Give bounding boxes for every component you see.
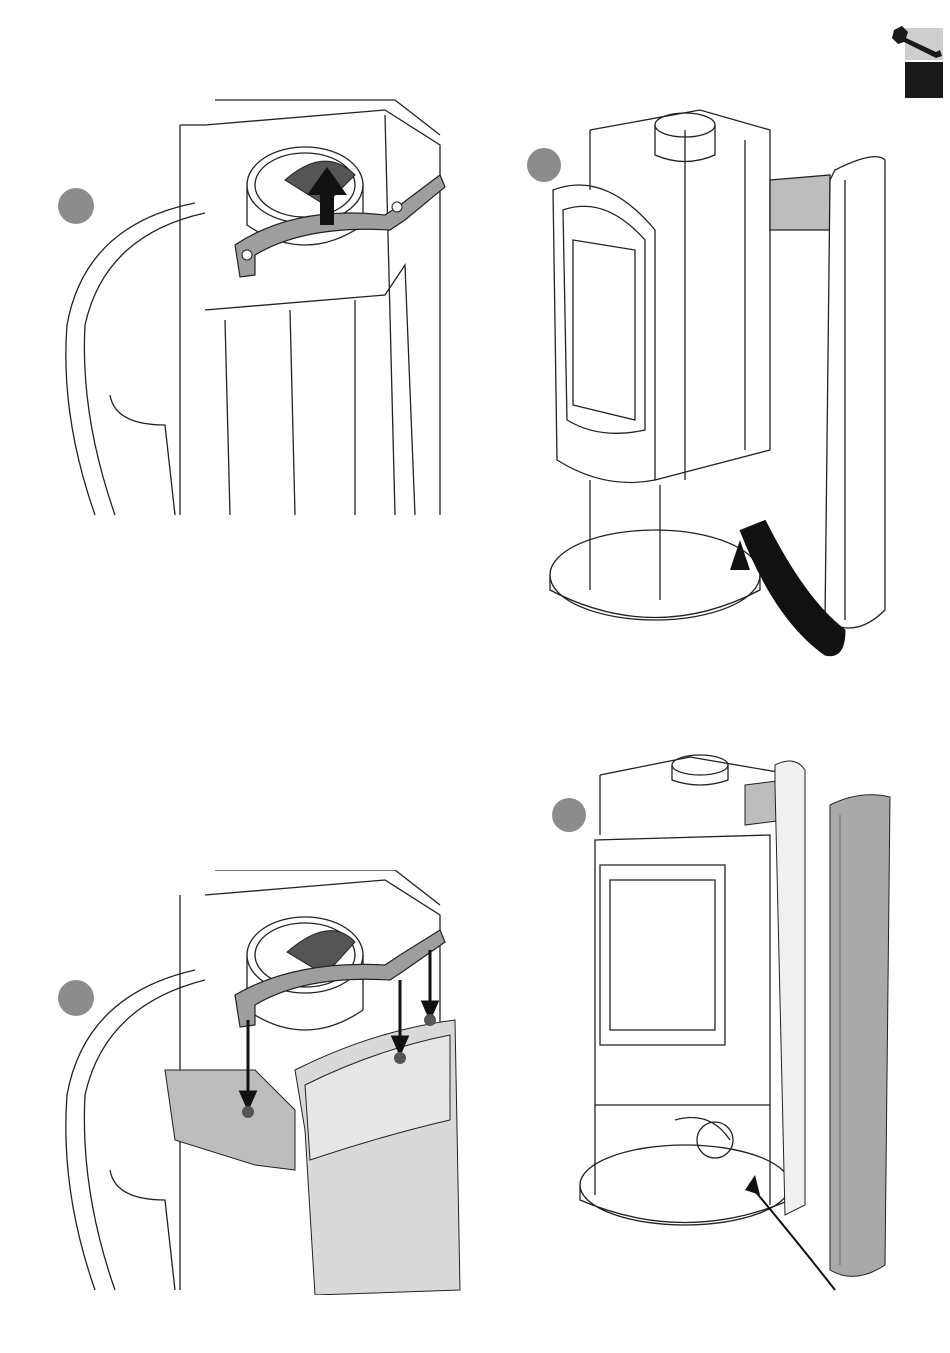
step-4-badge <box>552 798 586 832</box>
step-2-badge <box>527 148 561 182</box>
step-2-illustration <box>545 100 905 670</box>
step-3-illustration <box>55 870 465 1295</box>
wrench-icon <box>888 22 946 62</box>
step-4-illustration <box>550 745 900 1295</box>
section-tab-dark <box>905 62 943 98</box>
step-1-badge <box>58 188 94 224</box>
step-3-badge <box>58 980 94 1016</box>
step-1-illustration <box>55 95 455 520</box>
